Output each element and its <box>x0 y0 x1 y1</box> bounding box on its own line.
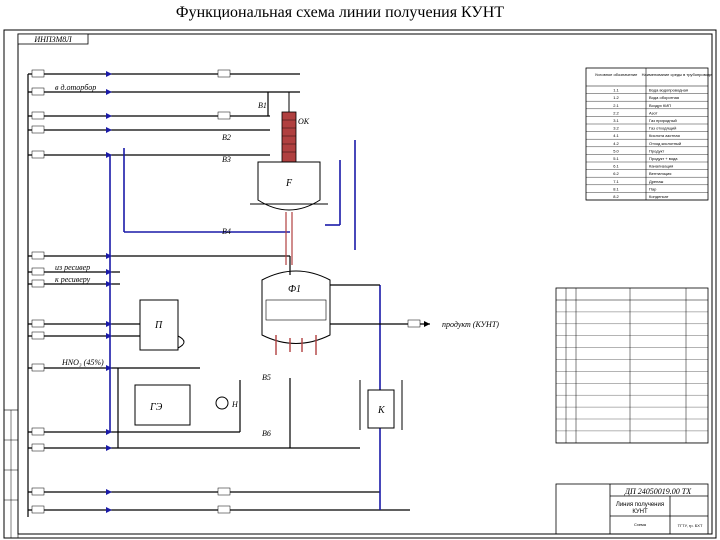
column-ok-label: ОК <box>298 117 310 126</box>
outer-frame <box>3 29 717 539</box>
nitrogen-out-label: к ресиверу <box>55 275 91 284</box>
filter-k <box>359 380 403 430</box>
feed-label: в д.оторбор <box>55 83 96 92</box>
legend-code: 2.1 <box>613 103 619 108</box>
titleblock-name-1: Линия получения <box>616 502 664 508</box>
heater-label: F <box>285 178 293 189</box>
separator-label: П <box>154 320 163 331</box>
legend-name: Продукт + вода <box>649 156 678 161</box>
heater-vessel <box>250 161 328 211</box>
titleblock-sheet: Схема <box>634 522 647 527</box>
legend-name: Канализация <box>649 164 673 169</box>
pump <box>215 396 229 410</box>
legend-code: 8.2 <box>613 194 619 199</box>
nitrogen-in-label: из ресивер <box>55 263 90 272</box>
legend-name: Кислота азотная <box>649 133 680 138</box>
column-ok <box>281 92 297 163</box>
titleblock-org: ТГТУ, гр. БХТ <box>678 523 703 528</box>
legend-code: 1.1 <box>613 88 619 93</box>
hno3-label: HNO₃ (45%) <box>61 358 104 367</box>
legend-name: Вода водопроводная <box>649 88 688 93</box>
valve-v2: В2 <box>222 133 231 142</box>
legend-name: Воздух КИП <box>649 103 671 108</box>
reactor-main-label: Ф1 <box>288 284 301 295</box>
filter-label: К <box>377 405 386 416</box>
legend-code: 1.2 <box>613 95 619 100</box>
legend-name: Конденсат <box>649 194 669 199</box>
legend-code: 4.1 <box>613 133 619 138</box>
legend-name: Продукт <box>649 148 664 153</box>
legend-header-1: Условное обозначение <box>595 72 638 77</box>
legend-code: 5.0 <box>613 148 619 153</box>
legend-name: Отход кислотный <box>649 141 681 146</box>
stamp-text: ИНПЗМ8Л <box>33 35 72 44</box>
legend-code: 6.2 <box>613 171 619 176</box>
legend-name: Дренаж <box>649 179 664 184</box>
legend-table <box>585 67 709 201</box>
legend-name: Азот <box>649 110 658 115</box>
legend-code: 6.1 <box>613 164 619 169</box>
legend-header-2: Наименование среды в трубопроводе <box>642 72 713 77</box>
valve-v4: В4 <box>222 227 231 236</box>
legend-name: Вентиляция <box>649 171 671 176</box>
legend-code: 7.1 <box>613 179 619 184</box>
stamp-box <box>17 33 89 45</box>
legend-code: 4.2 <box>613 141 619 146</box>
valve-v1: В1 <box>258 101 267 110</box>
valve-v3: В3 <box>222 155 231 164</box>
legend-code: 3.2 <box>613 126 619 131</box>
line-tags-left <box>31 69 231 514</box>
titleblock-code: ДП 24050019.00 ТХ <box>624 487 692 496</box>
inner-frame <box>17 33 713 535</box>
page-title: Функциональная схема линии получения КУН… <box>175 4 505 21</box>
title-block <box>555 483 709 535</box>
vessel-ge-label: ГЭ <box>149 402 163 413</box>
valve-v5: В5 <box>262 373 271 382</box>
pump-label: Н <box>231 400 239 409</box>
legend-name: Газ отходящий <box>649 126 676 131</box>
legend-code: 8.1 <box>613 186 619 191</box>
separator <box>139 299 179 351</box>
legend-name: Пар <box>649 186 657 191</box>
legend-name: Газ природный <box>649 118 677 123</box>
titleblock-name-2: КУНТ <box>632 509 648 515</box>
spec-table <box>555 287 709 444</box>
legend-code: 2.2 <box>613 110 619 115</box>
product-label: продукт (КУНТ) <box>442 320 499 329</box>
legend-name: Вода оборотная <box>649 95 679 100</box>
reactor-main <box>261 270 331 344</box>
legend-code: 3.1 <box>613 118 619 123</box>
vessel-ge <box>134 384 191 426</box>
valve-v6: В6 <box>262 429 271 438</box>
legend-code: 5.1 <box>613 156 619 161</box>
